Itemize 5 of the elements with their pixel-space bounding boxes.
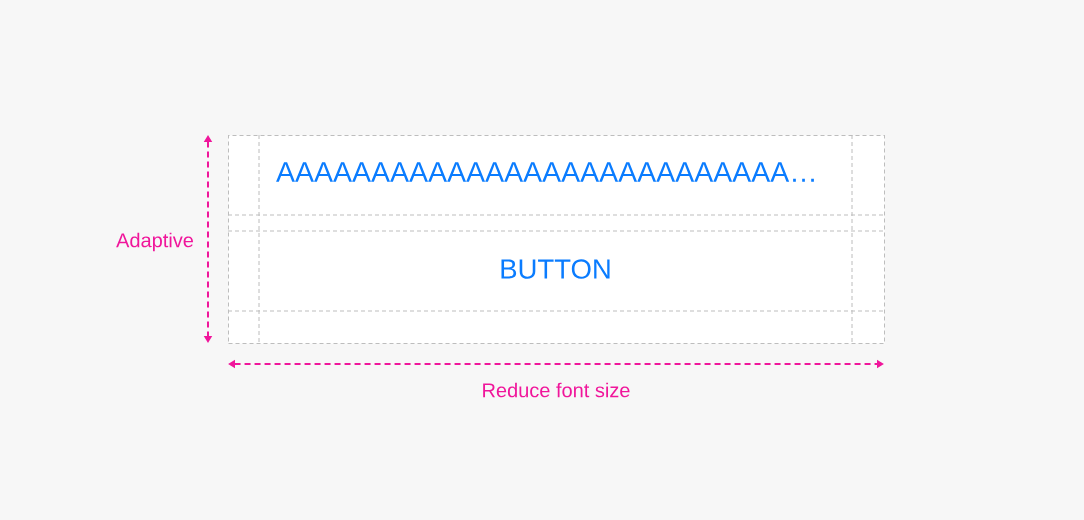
dimension-label: Reduce font size xyxy=(483,382,630,398)
dimension-label: Adaptive xyxy=(116,232,193,252)
button-text: BUTTON xyxy=(501,259,610,279)
truncated-text: AAAAAAAAAAAAAAAAAAAAAAAAAAA… xyxy=(276,162,814,182)
panel xyxy=(228,135,885,344)
